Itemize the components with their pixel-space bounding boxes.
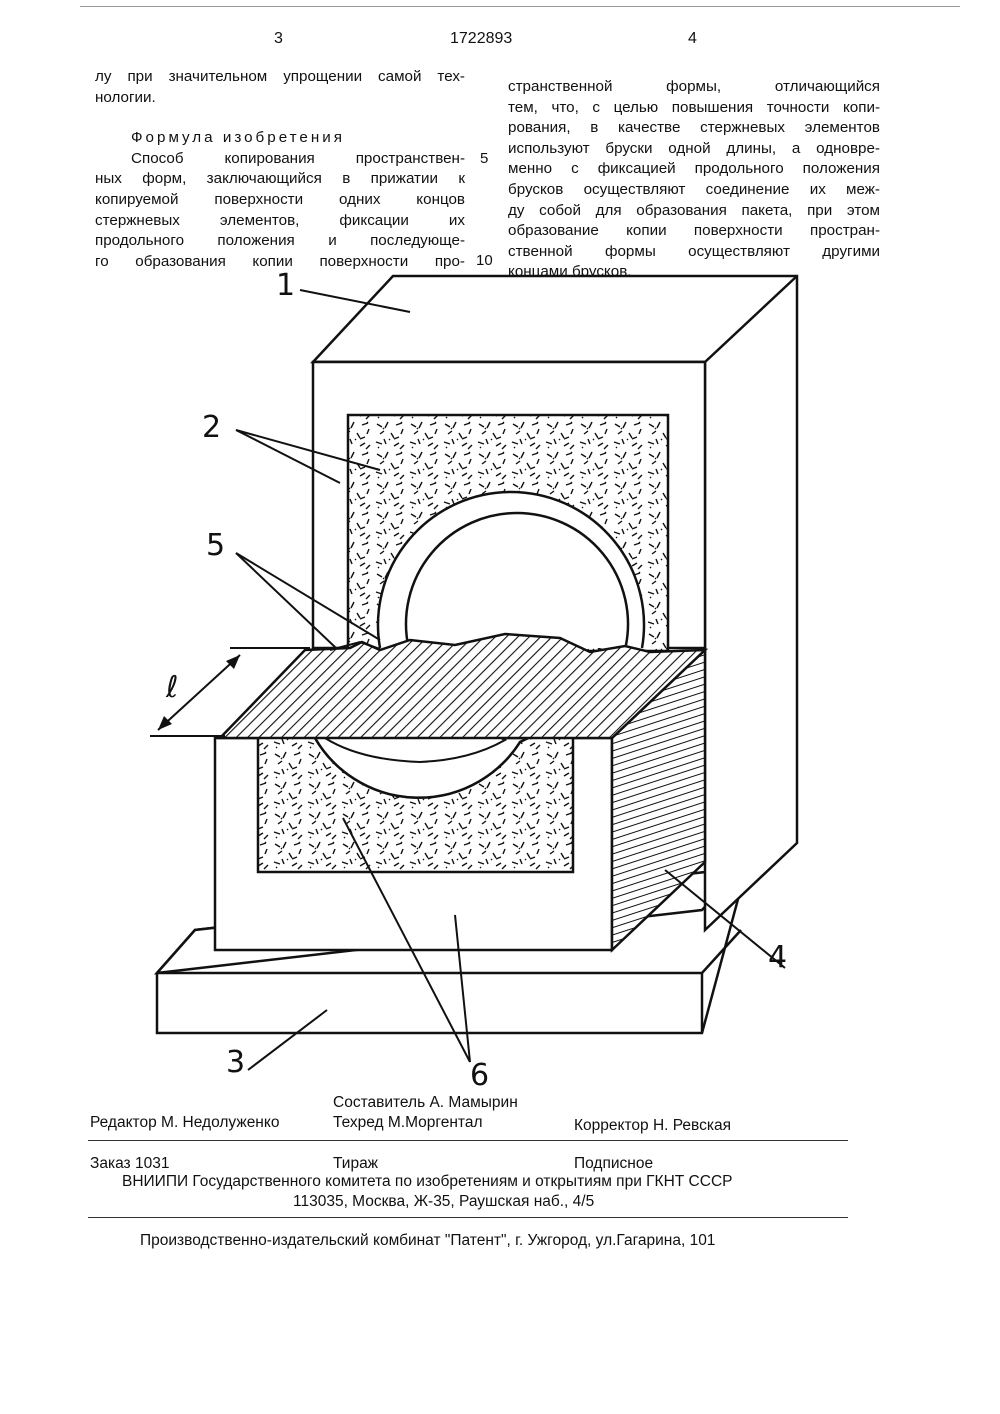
publisher: Производственно-издательский комбинат "П… [140, 1232, 715, 1250]
label-dimension: ℓ [166, 670, 178, 705]
compiler: Составитель А. Мамырин [333, 1094, 518, 1112]
label-part-6: 6 [470, 1058, 489, 1093]
corrector: Корректор Н. Ревская [574, 1117, 731, 1135]
label-part-2: 2 [202, 410, 221, 445]
label-part-1: 1 [276, 268, 295, 303]
order: Заказ 1031 [90, 1155, 169, 1173]
label-part-5: 5 [206, 528, 225, 563]
label-part-4: 4 [768, 940, 787, 975]
address: 113035, Москва, Ж-35, Раушская наб., 4/5 [293, 1193, 594, 1211]
footer-rule [88, 1217, 848, 1218]
institute: ВНИИПИ Государственного комитета по изоб… [122, 1173, 732, 1191]
circulation: Тираж [333, 1155, 378, 1173]
techred: Техред М.Моргентал [333, 1114, 483, 1132]
patent-figure [0, 0, 1000, 1100]
subscription: Подписное [574, 1155, 653, 1173]
editor: Редактор М. Недолуженко [90, 1114, 279, 1132]
label-part-3: 3 [226, 1045, 245, 1080]
footer-rule [88, 1140, 848, 1141]
